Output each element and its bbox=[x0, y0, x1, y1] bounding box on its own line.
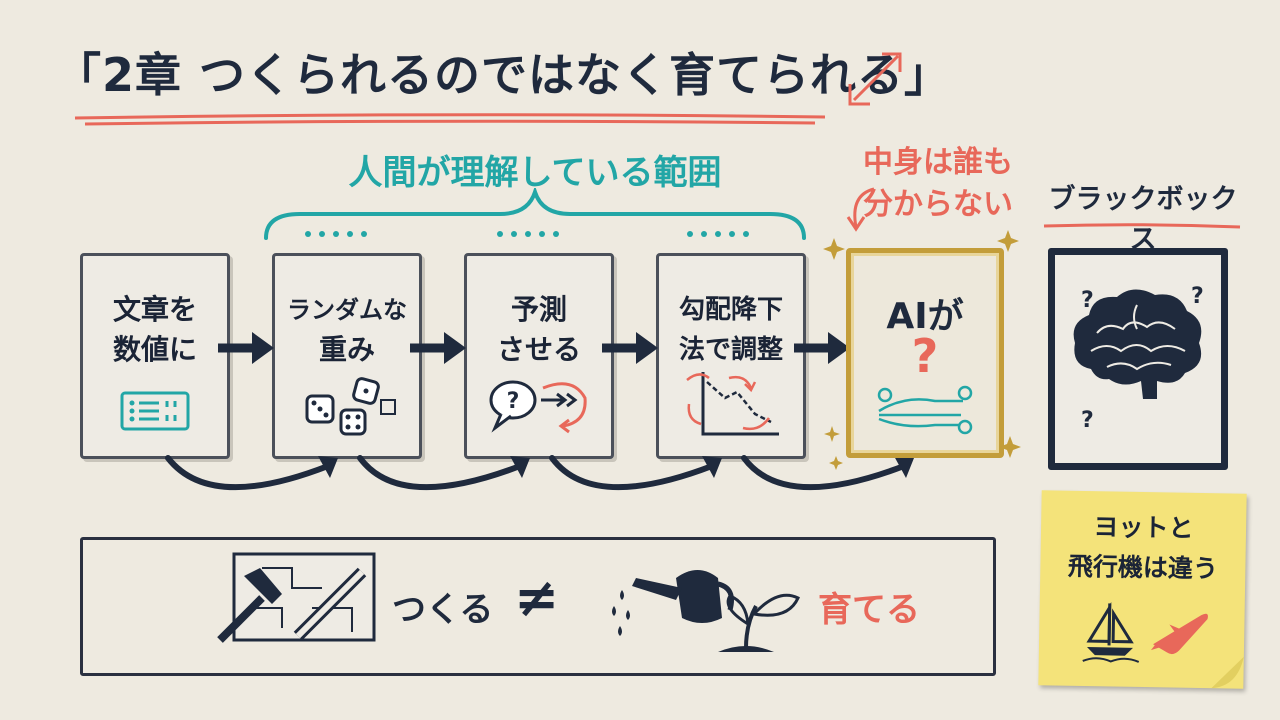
question-mark: ? bbox=[1081, 288, 1094, 313]
unknown-label-line1: 中身は誰も bbox=[863, 145, 1013, 180]
airplane-icon bbox=[1150, 613, 1208, 655]
step-card-text-to-numbers: 文章を 数値に bbox=[80, 253, 230, 459]
sticky-line2: 飛行機は違う bbox=[1067, 551, 1219, 584]
arrow-right-icon bbox=[602, 332, 658, 364]
brain-icon: ? ? ? bbox=[1073, 284, 1204, 433]
step-card-predict: 予測 させる ? bbox=[464, 253, 614, 459]
dice-icon bbox=[305, 377, 396, 436]
step-3-line1: 予測 bbox=[510, 293, 567, 326]
step-4-line1: 勾配降下 bbox=[678, 295, 783, 325]
step-card-gradient-descent: 勾配降下 法で調整 bbox=[656, 253, 806, 459]
hammer-blueprint-icon bbox=[217, 552, 376, 643]
question-mark: ? bbox=[1191, 284, 1204, 309]
step-2-line2: 重み bbox=[318, 333, 375, 366]
sticky-note: ヨットと 飛行機は違う bbox=[1038, 490, 1247, 689]
blackbox-underline bbox=[1043, 223, 1241, 229]
ai-card: AIが ? bbox=[846, 248, 1004, 458]
make-label: つくる bbox=[392, 590, 494, 630]
speech-question-icon: ? bbox=[489, 380, 587, 434]
step-3-line2: させる bbox=[496, 333, 581, 366]
step-1-line2: 数値に bbox=[112, 333, 197, 366]
svg-text:?: ? bbox=[507, 389, 520, 414]
human-range-brace bbox=[264, 188, 806, 240]
arrow-right-icon bbox=[410, 332, 466, 364]
question-mark: ? bbox=[1081, 408, 1094, 433]
sailboat-icon bbox=[1082, 601, 1140, 663]
unknown-label: 中身は誰も 分からない bbox=[848, 142, 1028, 226]
comparison-box bbox=[80, 537, 996, 676]
descent-graph-icon bbox=[686, 372, 779, 436]
grow-label: 育てる bbox=[818, 590, 920, 630]
unknown-label-line2: 分からない bbox=[863, 187, 1013, 222]
curved-flow-arrows bbox=[165, 455, 914, 491]
step-card-random-weights: ランダムな 重み bbox=[272, 253, 422, 459]
curved-arrow-icon bbox=[846, 187, 875, 232]
sticky-curl bbox=[1211, 656, 1244, 689]
step-2-line1: ランダムな bbox=[287, 296, 407, 324]
title-underline bbox=[74, 113, 826, 126]
arrow-right-icon bbox=[218, 332, 274, 364]
page-title: 「2章 つくられるのではなく育てられる」 bbox=[55, 48, 952, 102]
human-range-label: 人間が理解している範囲 bbox=[348, 153, 722, 193]
sparkle-icon bbox=[823, 230, 1021, 470]
ai-card-label: AIが bbox=[886, 296, 964, 337]
arrow-right-icon bbox=[794, 332, 850, 364]
sticky-line1: ヨットと bbox=[1093, 512, 1194, 543]
not-equal-sign: ≠ bbox=[514, 566, 560, 629]
double-arrow-icon bbox=[848, 52, 902, 106]
step-4-line2: 法で調整 bbox=[678, 335, 783, 365]
blackbox-card: ? ? ? bbox=[1048, 248, 1228, 470]
circuit-icon bbox=[877, 385, 973, 435]
watering-can-sprout-icon bbox=[612, 570, 800, 652]
data-panel-icon bbox=[120, 391, 190, 431]
step-1-line1: 文章を bbox=[112, 293, 197, 326]
ai-question-mark: ? bbox=[911, 329, 939, 383]
